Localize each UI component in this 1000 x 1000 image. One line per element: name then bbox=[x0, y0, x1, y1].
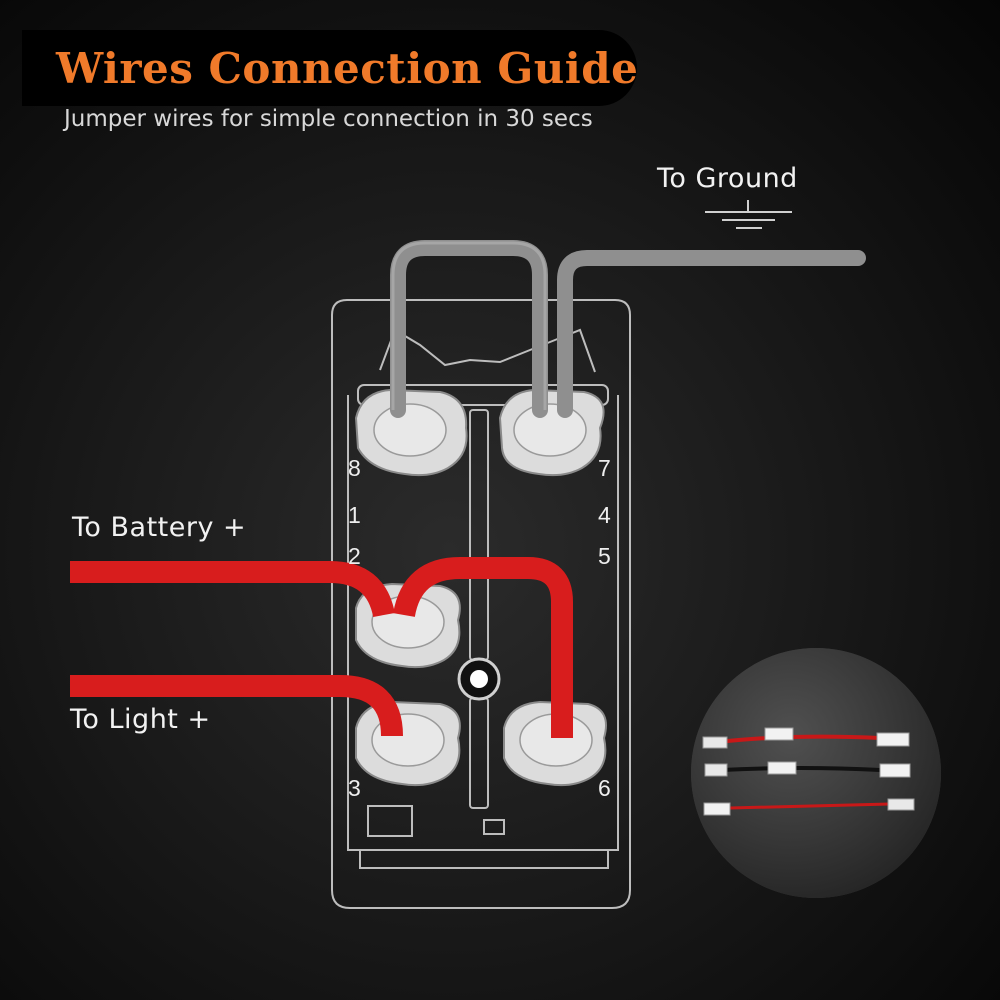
jumper-wires-photo bbox=[691, 648, 941, 898]
ground-symbol-icon bbox=[705, 200, 792, 229]
terminal-8 bbox=[354, 388, 468, 477]
to-ground-label: To Ground bbox=[657, 163, 798, 194]
terminal-7 bbox=[498, 388, 605, 477]
pin-7: 7 bbox=[598, 455, 611, 481]
pin-3: 3 bbox=[348, 775, 361, 801]
pin-1: 1 bbox=[348, 502, 361, 528]
to-light-label: To Light + bbox=[70, 704, 211, 735]
terminal-3 bbox=[355, 700, 461, 787]
light-wire bbox=[70, 675, 403, 737]
page-subtitle: Jumper wires for simple connection in 30… bbox=[64, 106, 593, 132]
power-jumper-wire bbox=[393, 557, 573, 738]
pin-6: 6 bbox=[598, 775, 611, 801]
pin-8: 8 bbox=[348, 455, 361, 481]
battery-wire bbox=[70, 561, 395, 618]
pin-2: 2 bbox=[348, 543, 361, 569]
to-battery-label: To Battery + bbox=[72, 512, 247, 543]
ground-jumper-wire bbox=[390, 240, 866, 418]
pin-4: 4 bbox=[598, 502, 611, 528]
title-banner bbox=[22, 30, 637, 106]
page-title: Wires Connection Guide bbox=[56, 44, 639, 93]
pin-5: 5 bbox=[598, 543, 611, 569]
terminal-6 bbox=[503, 700, 607, 787]
